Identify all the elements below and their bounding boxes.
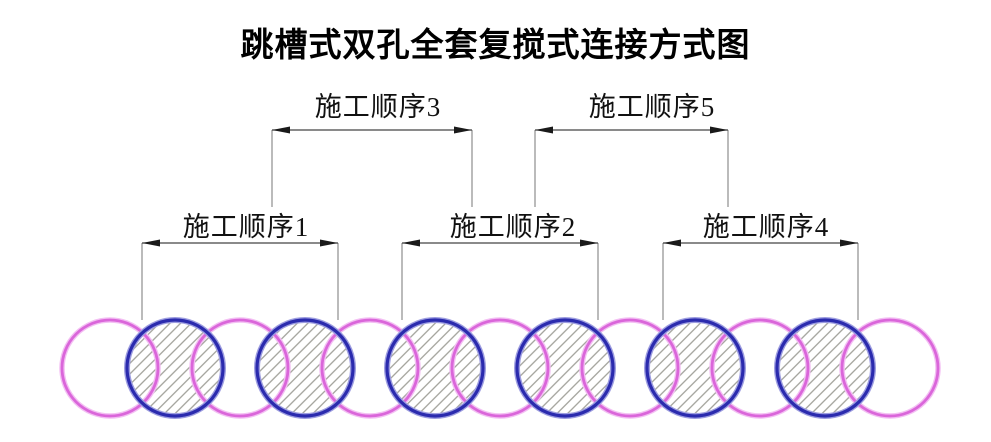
dimension-arrow-right xyxy=(454,126,472,134)
pile-circle-mixed xyxy=(515,318,615,418)
sequence-dimension-5: 施工顺序5 xyxy=(534,92,729,207)
pile-circle-untreated xyxy=(60,318,160,418)
mixed-pile-outlines xyxy=(124,317,876,419)
sequence-label-5: 施工顺序5 xyxy=(589,92,716,122)
sequence-dimension-2: 施工顺序2 xyxy=(401,212,599,320)
pile-circle-untreated xyxy=(320,318,420,418)
diagram-title: 跳槽式双孔全套复搅式连接方式图 xyxy=(240,26,751,63)
dimension-arrow-left xyxy=(142,239,160,247)
pile-circle-mixed xyxy=(775,318,875,418)
pile-circle-untreated xyxy=(840,318,940,418)
sequence-dimension-3: 施工顺序3 xyxy=(271,92,473,207)
pile-circle-untreated xyxy=(710,318,810,418)
untreated-pile-outlines xyxy=(59,317,941,419)
pile-circle-mixed xyxy=(645,318,745,418)
pile-circle-mixed xyxy=(125,318,225,418)
dimension-arrow-left xyxy=(663,239,681,247)
dimension-arrow-left xyxy=(272,126,290,134)
dimension-arrow-right xyxy=(320,239,338,247)
dimension-arrow-right xyxy=(580,239,598,247)
sequence-dimension-4: 施工顺序4 xyxy=(662,212,859,320)
dimension-arrow-right xyxy=(710,126,728,134)
pile-circle-mixed xyxy=(255,318,355,418)
dimension-arrow-left xyxy=(402,239,420,247)
sequence-dimension-1: 施工顺序1 xyxy=(141,212,339,320)
sequence-label-4: 施工顺序4 xyxy=(703,212,830,242)
sequence-label-2: 施工顺序2 xyxy=(450,212,577,242)
pile-circle-untreated xyxy=(450,318,550,418)
pile-circle-untreated xyxy=(190,318,290,418)
sequence-label-1: 施工顺序1 xyxy=(183,212,310,242)
dimension-arrow-right xyxy=(840,239,858,247)
sequence-label-3: 施工顺序3 xyxy=(315,92,442,122)
dimension-arrow-left xyxy=(535,126,553,134)
pile-circle-untreated xyxy=(580,318,680,418)
pile-hatch-fills xyxy=(128,321,872,415)
pile-circle-mixed xyxy=(385,318,485,418)
